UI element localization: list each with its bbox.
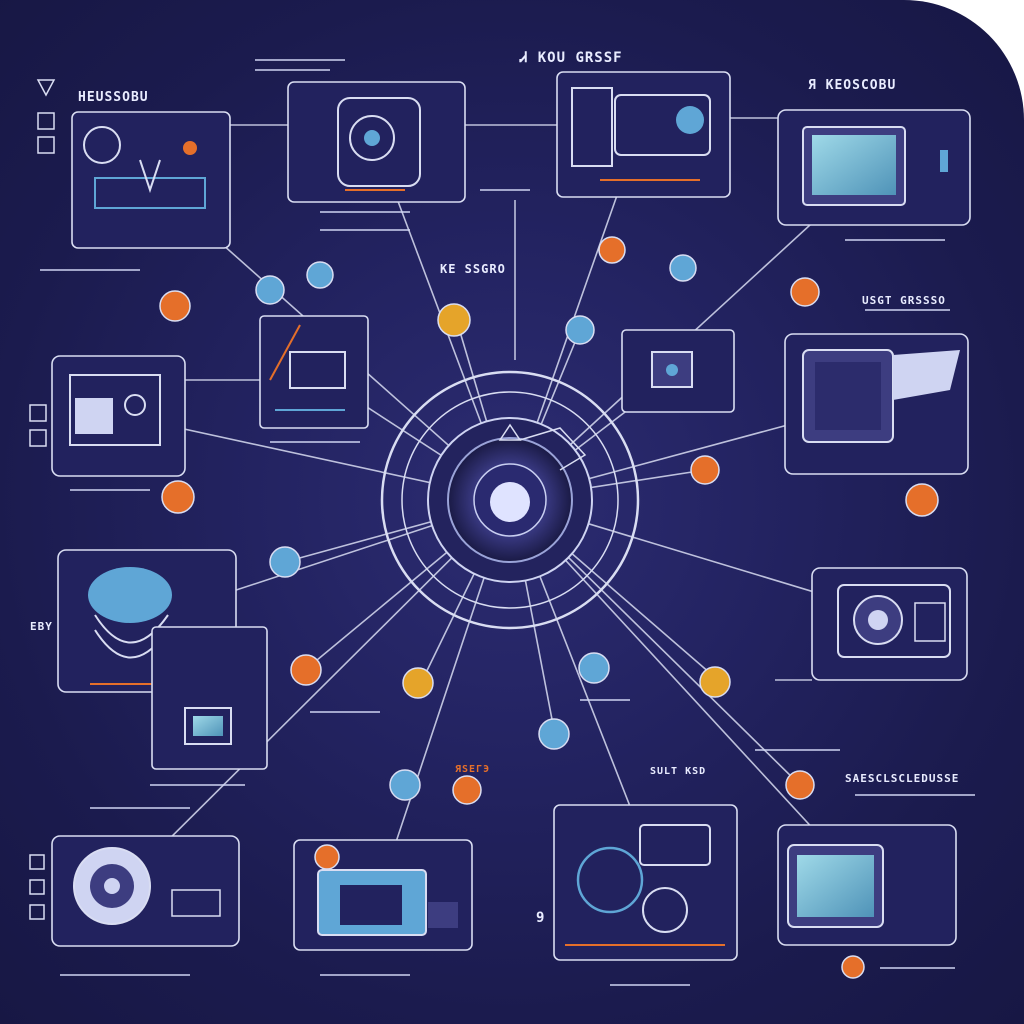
panel-lower-left-monitor[interactable] [151,626,268,770]
panel-bottom-right-monitor-icon[interactable] [777,824,957,946]
panel-bottom-center-projector[interactable] [293,839,473,951]
panel-top-right-monitor-icon[interactable] [777,109,971,226]
label-center-top: KE SSGRO [440,262,506,276]
panel-bottom-film-camera[interactable] [553,804,738,961]
panel-center-right-device[interactable] [621,329,735,413]
label-lower-center: ЯSEГЭ [455,764,491,775]
panel-left-video-camera[interactable] [51,355,186,477]
panel-top-camera-lens[interactable] [287,81,466,203]
central-camera-lens-icon [380,370,640,630]
panel-top-projector[interactable] [556,71,731,198]
label-right-mid: USGT GRSSSO [862,294,946,307]
panel-bottom-left-speaker[interactable] [51,835,240,947]
label-small-digit: 9 [536,910,546,926]
diagram-title: Ꮧ KOU GRSSF [520,50,623,66]
panel-left-mid-camera[interactable] [259,315,369,429]
cloud-icon [255,275,285,305]
panel-right-film-camera-icon[interactable] [784,333,969,475]
label-top-right: Я KEOSCOBU [808,78,897,93]
panel-right-video-camera-icon[interactable] [811,567,968,681]
panel-top-left-camera[interactable] [71,111,231,249]
label-small-left: EBY [30,620,53,633]
label-lower-right: SAESCLSCLEDUSSE [845,772,960,785]
label-lower-center-right: SULT KSD [650,766,707,777]
label-top-left: HEUSSOBU [78,90,149,105]
satellite-icon [159,290,191,322]
left-edge-icons [29,79,56,920]
annotation-marks [40,59,975,986]
node-icons [159,236,939,979]
